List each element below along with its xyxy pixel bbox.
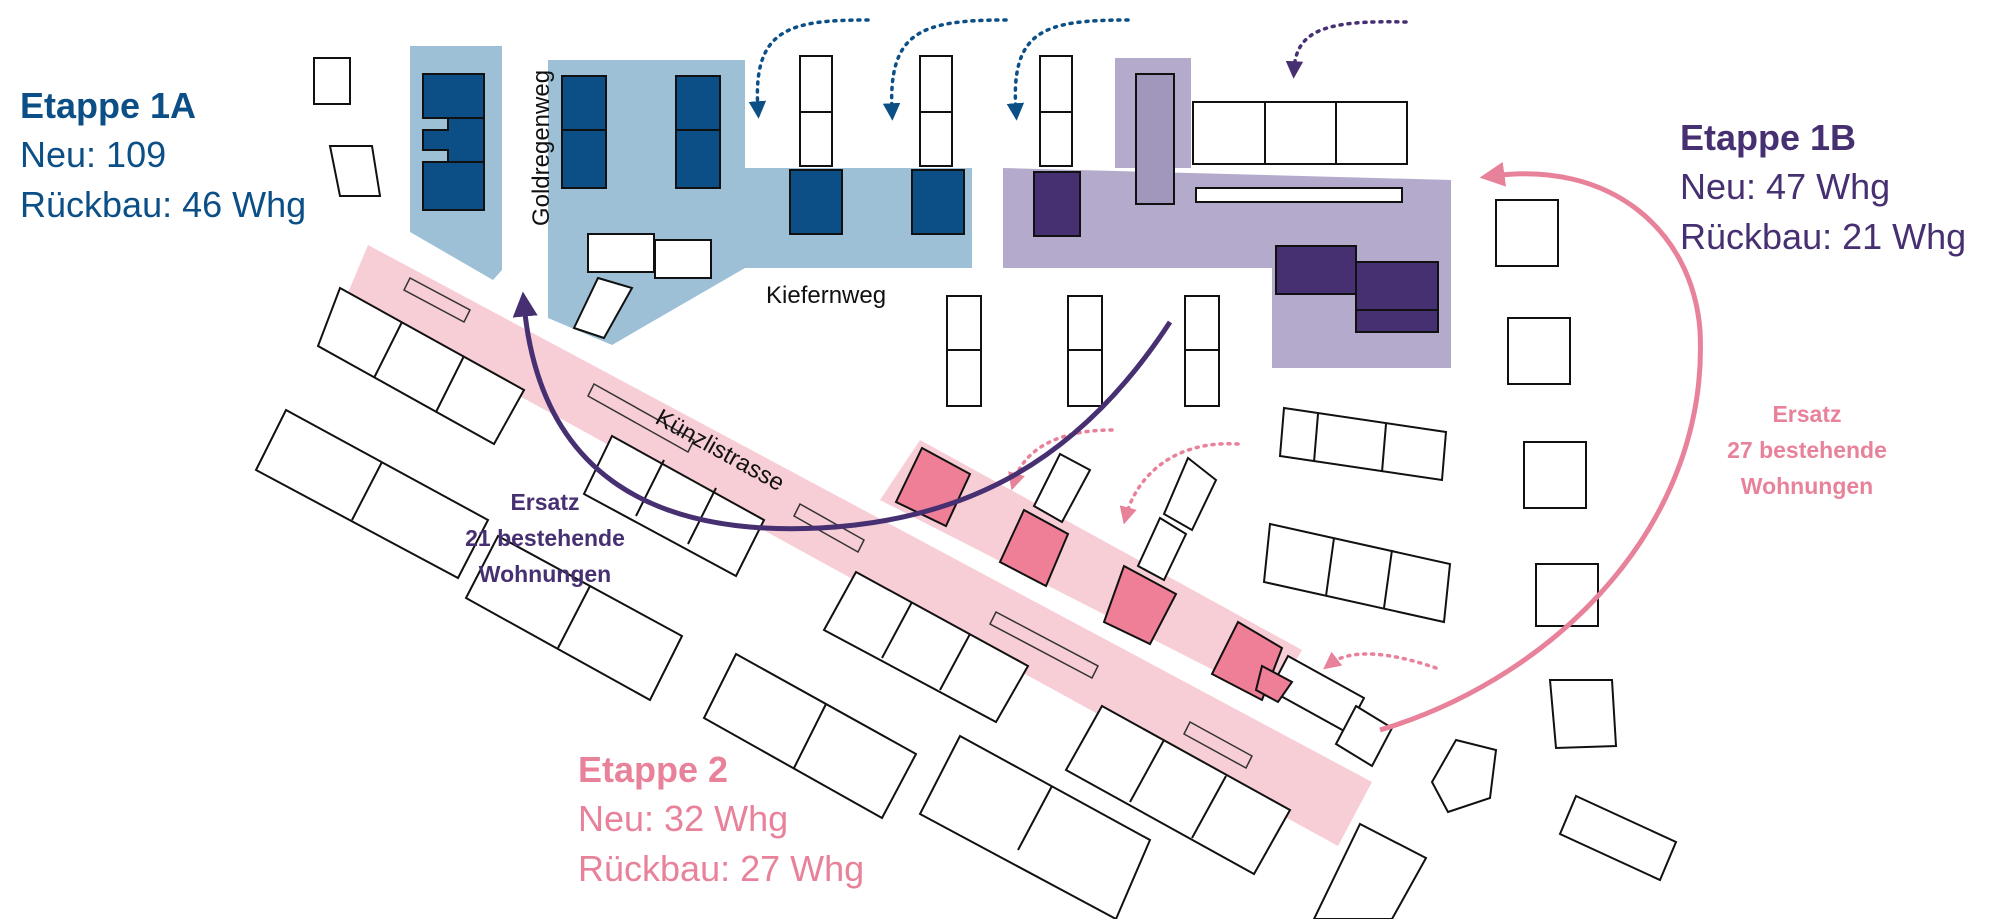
stage-2-title: Etappe 2 <box>578 749 729 790</box>
replacement-note-2-line1: Ersatz <box>1772 401 1842 427</box>
replacement-note-1b-line3: Wohnungen <box>478 561 612 587</box>
stage-1b-removal: Rückbau: 21 Whg <box>1680 216 1967 257</box>
stage-1a-new: Neu: 109 <box>20 134 167 175</box>
stage-2-removal: Rückbau: 27 Whg <box>578 848 865 889</box>
stage-1b-new-buildings <box>1033 171 1439 333</box>
replacement-arrow-2 <box>1379 161 1703 733</box>
replacement-arrow-1b <box>512 291 1173 532</box>
stage-1b-new: Neu: 47 Whg <box>1680 166 1891 207</box>
stage-2-area <box>345 245 1372 846</box>
stage-2-new-buildings <box>894 446 1294 704</box>
stage-2-new: Neu: 32 Whg <box>578 798 789 839</box>
replacement-note-2: Ersatz 27 bestehende Wohnungen <box>1702 396 1912 504</box>
stage-1b-tower <box>1135 73 1175 205</box>
stage-1a-title: Etappe 1A <box>20 85 197 126</box>
street-goldregenweg: Goldregenweg <box>528 69 555 227</box>
building-divisions <box>351 102 1393 851</box>
stage-2-area-east <box>880 440 1302 700</box>
street-kiefernweg: Kiefernweg <box>766 282 887 309</box>
stage-1b-title: Etappe 1B <box>1680 117 1857 158</box>
stage-1b-area-main <box>1003 168 1451 368</box>
replacement-note-2-line3: Wohnungen <box>1740 473 1874 499</box>
move-arrows-blue <box>748 18 1130 121</box>
stage-1a-building-lines <box>448 117 720 163</box>
replacement-note-2-line2: 27 bestehende <box>1727 437 1887 463</box>
replacement-note-1b-line2: 21 bestehende <box>465 525 625 551</box>
move-arrow-purple <box>1285 20 1408 79</box>
stage-1a-new-buildings <box>422 73 965 235</box>
replacement-note-1b: Ersatz 21 bestehende Wohnungen <box>440 484 650 592</box>
stage-1a-removal: Rückbau: 46 Whg <box>20 184 307 225</box>
replacement-note-1b-line1: Ersatz <box>510 489 580 515</box>
stage-2-small-outlines <box>403 276 1253 770</box>
